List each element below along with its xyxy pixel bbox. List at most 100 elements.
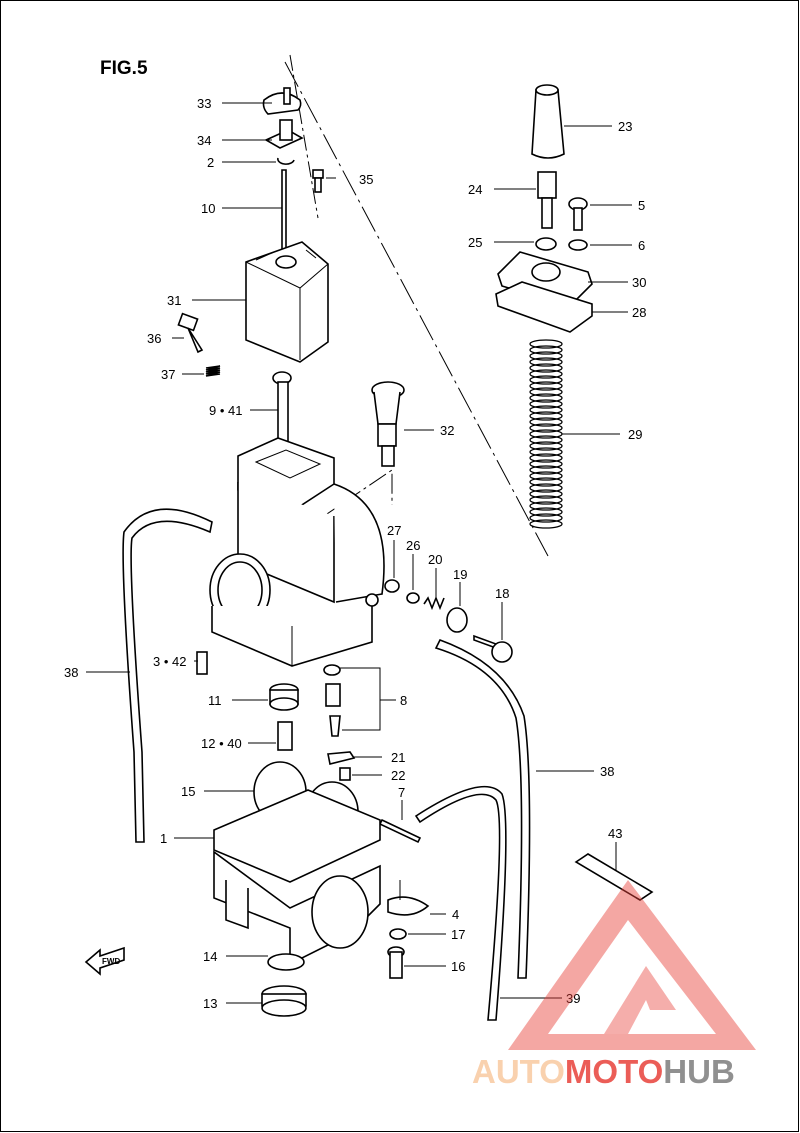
watermark-triangle-icon: [508, 880, 756, 1050]
callout-4: 4: [452, 907, 459, 922]
part-8-float-valve: [323, 664, 341, 737]
part-38-vent-tube-left: [122, 508, 213, 843]
part-2-e-clip: [277, 157, 295, 165]
part-13-drain-plug: [261, 985, 307, 1017]
callout-34: 34: [197, 133, 211, 148]
assembly-guide-line: [284, 61, 549, 557]
spring-coil: [529, 393, 563, 403]
callout-23: 23: [618, 119, 632, 134]
callout-10: 10: [201, 201, 215, 216]
callout-11: 11: [208, 693, 222, 708]
part-5-screw: [568, 197, 588, 231]
spring-coil: [529, 459, 563, 469]
callout-12-40: 12 • 40: [201, 736, 242, 751]
part-26-washer: [406, 592, 420, 604]
callout-1: 1: [160, 831, 167, 846]
spring-coil: [529, 471, 563, 481]
part-6-washer: [568, 239, 588, 251]
callout-15: 15: [181, 784, 195, 799]
watermark-moto: MOTO: [565, 1053, 663, 1090]
spring-coil: [529, 495, 563, 505]
fwd-label: FWD: [102, 957, 120, 966]
part-4-cable-plate: [387, 896, 430, 916]
callout-25: 25: [468, 235, 482, 250]
callout-28: 28: [632, 305, 646, 320]
part-17-washer: [389, 928, 407, 940]
spring-coil: [529, 351, 563, 361]
spring-coil: [529, 381, 563, 391]
part-27-o-ring: [384, 579, 400, 593]
callout-20: 20: [428, 552, 442, 567]
spring-coil: [529, 411, 563, 421]
spring-coil: [529, 375, 563, 385]
spring-coil: [529, 387, 563, 397]
callout-21: 21: [391, 750, 405, 765]
part-20-spring: [423, 595, 445, 611]
callout-29: 29: [628, 427, 642, 442]
part-36-air-screw: [177, 312, 204, 354]
callout-9-41: 9 • 41: [209, 403, 242, 418]
part-23-rubber-cap: [531, 84, 565, 159]
part-35-screw: [312, 169, 324, 193]
part-7-float-pin: [378, 818, 422, 844]
part-19-nut: [446, 607, 468, 633]
part-16-bolt: [387, 946, 405, 979]
spring-coil: [529, 435, 563, 445]
part-12-40-main-jet: [277, 721, 293, 751]
spring-coil: [529, 483, 563, 493]
callout-31: 31: [167, 293, 181, 308]
spring-coil: [529, 423, 563, 433]
callout-35: 35: [359, 172, 373, 187]
part-24-cable-adjuster: [537, 171, 557, 229]
callout-19: 19: [453, 567, 467, 582]
callout-3-42: 3 • 42: [153, 654, 186, 669]
fwd-arrow-icon: FWD: [84, 946, 125, 976]
spring-coil: [529, 507, 563, 517]
callout-6: 6: [638, 238, 645, 253]
callout-5: 5: [638, 198, 645, 213]
part-14-o-ring: [267, 953, 305, 971]
callout-38-right: 38: [600, 764, 614, 779]
spring-coil: [529, 357, 563, 367]
guide-line-cap: [317, 469, 393, 521]
spring-coil: [529, 369, 563, 379]
part-37-air-screw-spring: [205, 365, 221, 377]
spring-coil: [529, 489, 563, 499]
callout-2: 2: [207, 155, 214, 170]
part-22-screw: [339, 767, 351, 781]
callout-30: 30: [632, 275, 646, 290]
watermark-logo: AUTOMOTOHUB: [472, 880, 756, 1090]
part-11-jet-holder: [269, 683, 299, 711]
part-25-nut: [535, 237, 557, 251]
callout-18: 18: [495, 586, 509, 601]
part-1-float-chamber-gasket: [213, 789, 381, 966]
part-38-vent-tube-right: [434, 639, 531, 979]
part-30-top-cover: [497, 251, 593, 307]
callout-37: 37: [161, 367, 175, 382]
watermark-text: AUTOMOTOHUB: [472, 1053, 735, 1090]
callout-39: 39: [566, 991, 580, 1006]
spring-coil: [529, 345, 563, 355]
spring-coil: [529, 441, 563, 451]
part-31-throttle-valve: [245, 241, 329, 363]
spring-coil: [529, 417, 563, 427]
callout-24: 24: [468, 182, 482, 197]
part-21-pin-plate: [327, 751, 356, 765]
spring-coil: [529, 339, 563, 349]
part-33-needle-clip-plate: [262, 87, 302, 115]
figure-title: FIG.5: [100, 58, 148, 79]
callout-8: 8: [400, 693, 407, 708]
guide-line-needle: [289, 54, 319, 219]
callout-33: 33: [197, 96, 211, 111]
callout-32: 32: [440, 423, 454, 438]
callout-22: 22: [391, 768, 405, 783]
spring-coil: [529, 453, 563, 463]
spring-coil: [529, 363, 563, 373]
callout-17: 17: [451, 927, 465, 942]
part-18-idle-screw: [473, 634, 513, 663]
part-28-cover-gasket: [495, 281, 593, 333]
callout-27: 27: [387, 523, 401, 538]
spring-coil: [529, 513, 563, 523]
